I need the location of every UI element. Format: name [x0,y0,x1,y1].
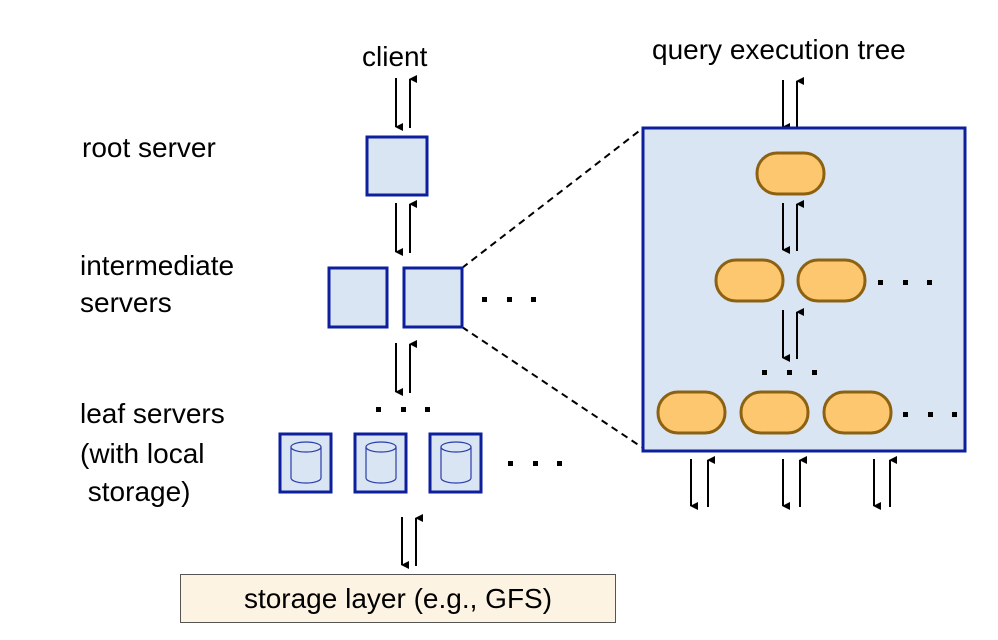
query-tree-title: query execution tree [652,34,906,65]
root-server-label: root server [82,132,216,163]
tree-leaf-ellipsis [903,412,957,417]
storage-layer-label: storage layer (e.g., GFS) [243,582,553,614]
arrows-below-tree-1 [690,456,715,510]
database-cylinder-icon [365,441,397,484]
root-server-box [365,135,429,197]
leaf-vertical-ellipsis [376,407,430,412]
tree-node-leaf [739,390,810,435]
arrows-leaf-storage [401,514,423,569]
arrows-root-intermediate [395,200,417,256]
arrows-into-tree [782,77,804,131]
zoom-dashed-line-top [461,127,644,269]
tree-node-leaf [822,390,893,435]
tree-vertical-ellipsis [762,370,817,375]
leaf-label-line3: storage) [80,476,191,507]
zoom-dashed-line-bottom [461,326,644,449]
leaf-ellipsis [508,461,562,466]
tree-node-intermediate [796,258,867,303]
intermediate-label-line1: intermediate [80,250,235,281]
database-cylinder-icon [440,441,472,484]
intermediate-ellipsis [482,297,536,302]
leaf-server-box [428,432,483,494]
arrows-client-root [395,75,417,131]
tree-node-leaf [656,390,727,435]
intermediate-server-box [327,266,389,329]
tree-node-intermediate [714,258,785,303]
arrows-below-tree-2 [782,456,807,510]
leaf-server-box [353,432,408,494]
intermediate-label-line2: servers [80,287,172,318]
leaf-label-line2: (with local [80,438,205,469]
intermediate-server-box [402,266,464,329]
client-label: client [362,41,428,72]
storage-layer-box: storage layer (e.g., GFS) [180,574,616,623]
arrows-tree-level1 [782,200,804,254]
leaf-server-box [278,432,333,494]
leaf-label-line1: leaf servers [80,398,225,429]
arrows-tree-level2 [782,308,804,362]
arrows-below-tree-3 [873,456,897,510]
database-cylinder-icon [290,441,322,484]
tree-node-root [755,151,826,196]
arrows-intermediate-leaf [395,340,417,396]
tree-intermediate-ellipsis [878,280,932,285]
